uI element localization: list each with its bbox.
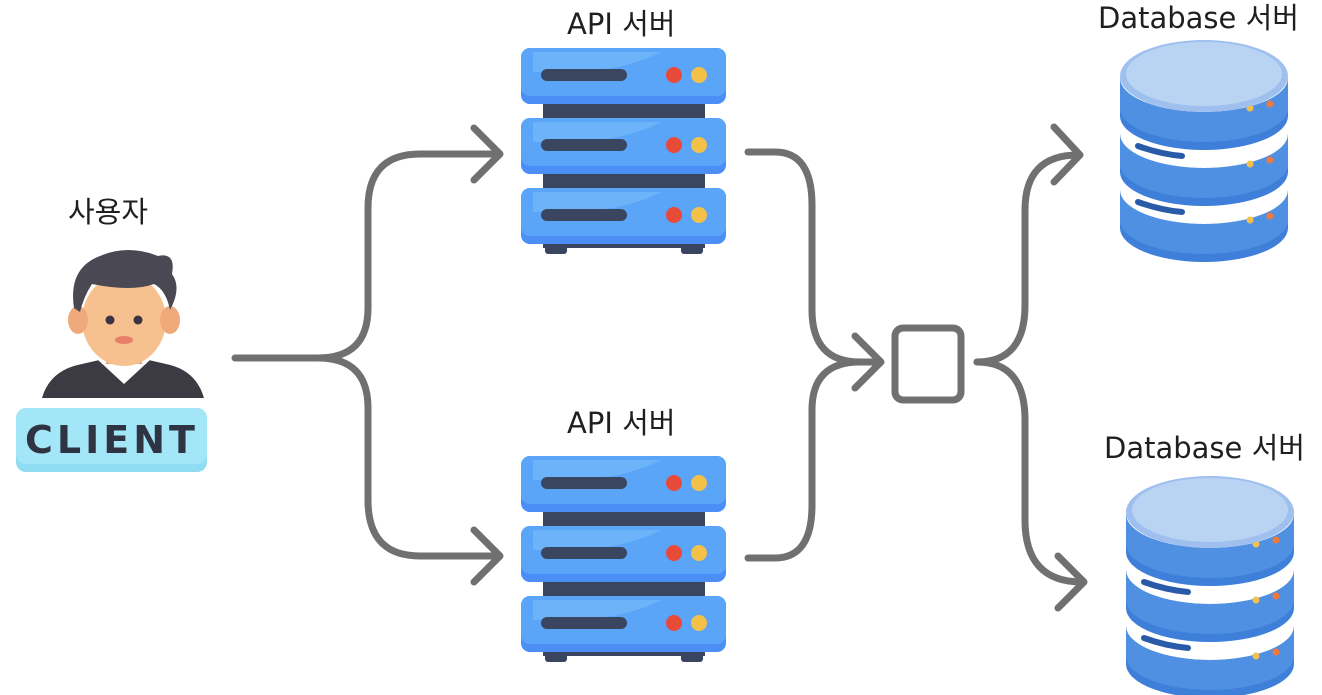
client-to-api-bottom-connector: [314, 354, 501, 560]
arrowhead-api-bottom: [470, 526, 504, 586]
api-bottom-to-router-connector: [744, 358, 864, 562]
api-top-to-router-connector: [744, 148, 884, 366]
router-box: [891, 324, 965, 404]
api-server-bottom-icon: [521, 456, 726, 662]
database-server-bottom-label: Database 서버: [1104, 431, 1305, 465]
arrowhead-db-bottom: [1054, 552, 1088, 612]
router-to-db-bottom-connector: [973, 358, 1086, 586]
database-server-top-icon: [1120, 40, 1288, 262]
api-server-top-label: API 서버: [567, 7, 676, 41]
database-server-top-label: Database 서버: [1098, 1, 1299, 35]
client-icon: [42, 250, 204, 398]
client-label: 사용자: [68, 195, 149, 229]
api-server-bottom-label: API 서버: [567, 406, 676, 440]
client-badge: CLIENT: [16, 408, 207, 472]
arrowhead-db-top: [1050, 123, 1084, 186]
client-badge-text: CLIENT: [25, 418, 199, 462]
arrowhead-api-top: [470, 124, 504, 184]
client-to-api-top-connector: [231, 150, 501, 362]
api-server-top-icon: [521, 48, 726, 254]
database-server-bottom-icon: [1126, 476, 1294, 695]
connector-lines: [231, 123, 1088, 612]
router-to-db-top-connector: [973, 151, 1082, 366]
arrowhead-router: [851, 332, 885, 392]
